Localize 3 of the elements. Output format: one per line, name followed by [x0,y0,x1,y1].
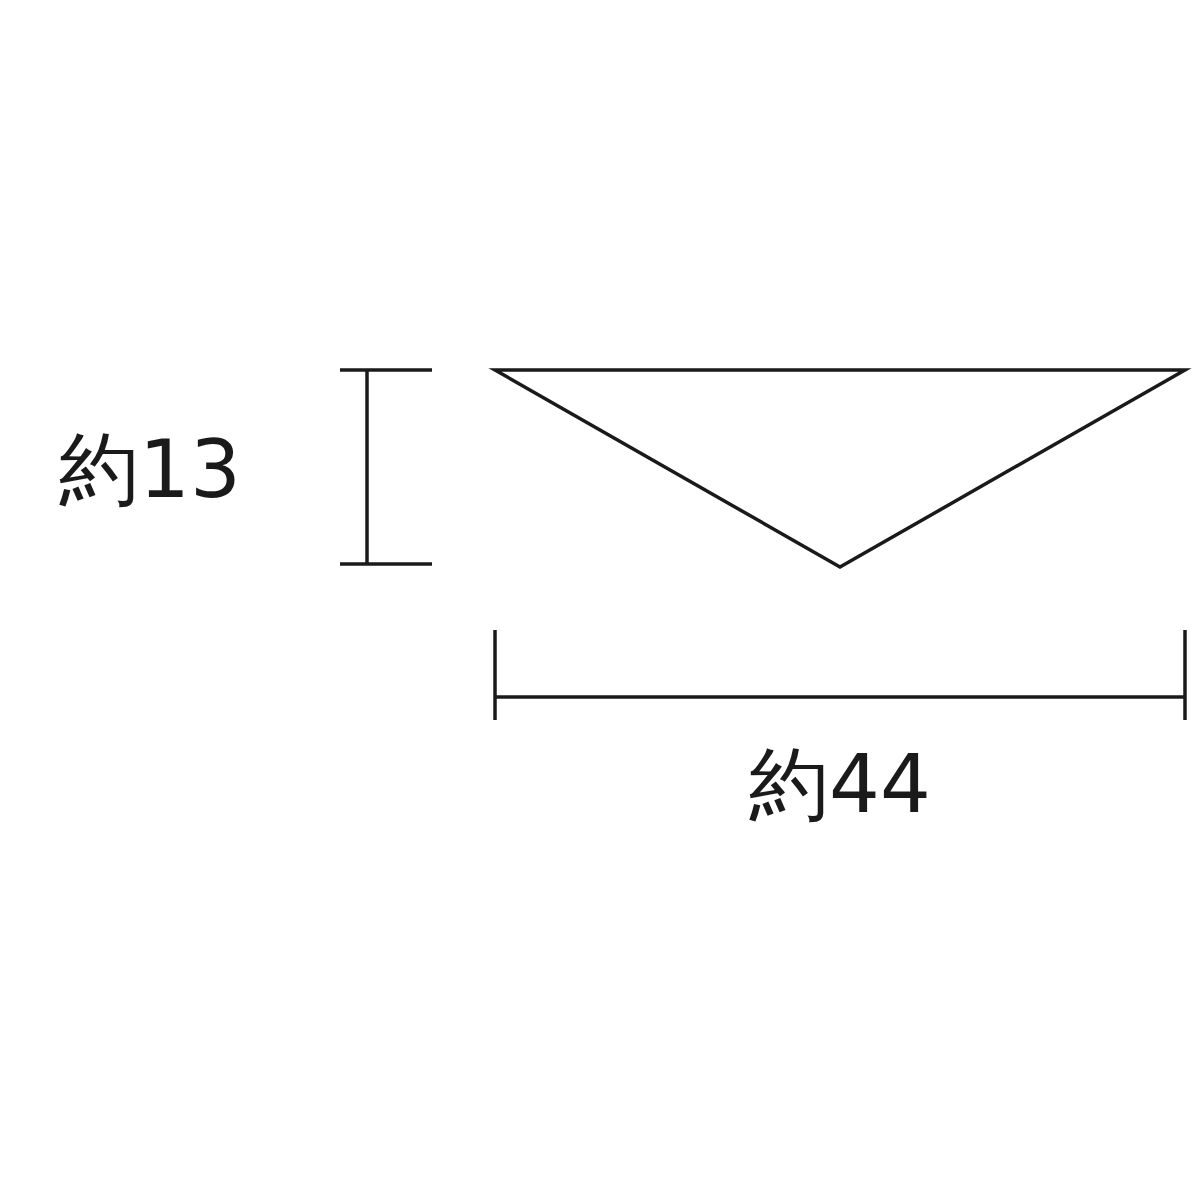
triangle-outline [488,368,1192,569]
dimension-label: 約13 [59,430,241,510]
dimension-label: 約44 [749,745,931,825]
